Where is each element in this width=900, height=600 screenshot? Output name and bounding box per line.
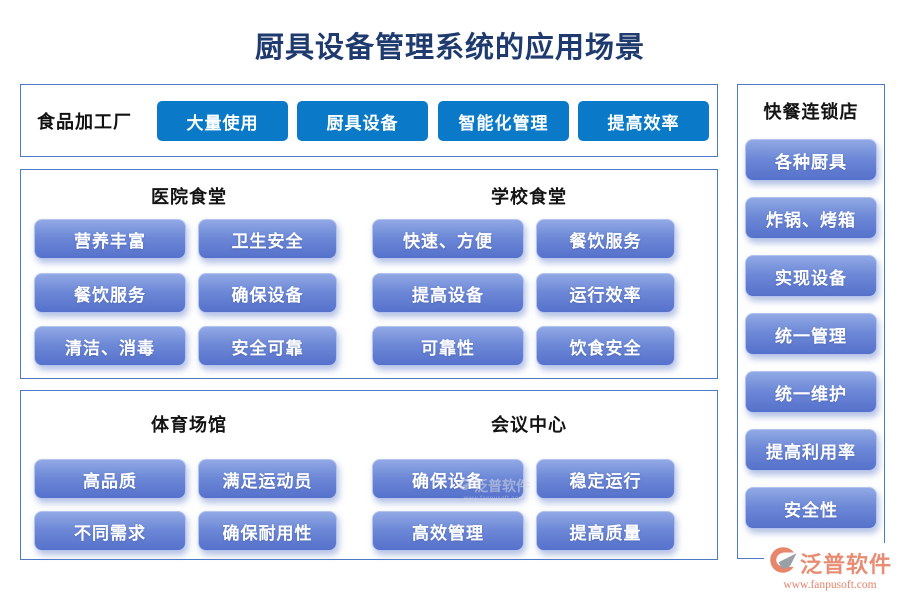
- section-canteens: 医院食堂 学校食堂 营养丰富 卫生安全 餐饮服务 确保设备 清洁、消毒 安全可靠…: [20, 169, 718, 379]
- food-factory-btn-4[interactable]: 提高效率: [578, 101, 709, 141]
- fastfood-btn-4[interactable]: 统一管理: [745, 313, 877, 355]
- hospital-btn-2[interactable]: 卫生安全: [198, 219, 337, 259]
- fanpu-logo-url[interactable]: www.fanpusoft.com: [783, 579, 877, 591]
- school-canteen-heading: 学校食堂: [491, 187, 567, 207]
- section-venues: 体育场馆 会议中心 高品质 满足运动员 不同需求 确保耐用性 确保设备 稳定运行…: [20, 390, 718, 560]
- food-factory-btn-3[interactable]: 智能化管理: [438, 101, 569, 141]
- fastfood-btn-6[interactable]: 提高利用率: [745, 429, 877, 471]
- school-btn-4[interactable]: 运行效率: [536, 273, 675, 313]
- hospital-btn-6[interactable]: 安全可靠: [198, 326, 337, 366]
- sports-btn-4[interactable]: 确保耐用性: [198, 511, 337, 551]
- food-factory-btn-2[interactable]: 厨具设备: [297, 101, 428, 141]
- hospital-btn-3[interactable]: 餐饮服务: [34, 273, 186, 313]
- food-factory-btn-1[interactable]: 大量使用: [157, 101, 288, 141]
- school-btn-5[interactable]: 可靠性: [372, 326, 524, 366]
- fastfood-btn-3[interactable]: 实现设备: [745, 255, 877, 297]
- conference-btn-2[interactable]: 稳定运行: [536, 459, 675, 499]
- sports-btn-1[interactable]: 高品质: [34, 459, 186, 499]
- fastfood-btn-7[interactable]: 安全性: [745, 487, 877, 529]
- hospital-btn-1[interactable]: 营养丰富: [34, 219, 186, 259]
- sports-btn-2[interactable]: 满足运动员: [198, 459, 337, 499]
- fastfood-btn-5[interactable]: 统一维护: [745, 371, 877, 413]
- fanpu-logo-icon: [768, 545, 798, 580]
- section-fastfood-chain: 快餐连锁店 各种厨具 炸锅、烤箱 实现设备 统一管理 统一维护 提高利用率 安全…: [737, 84, 885, 559]
- fastfood-chain-heading: 快餐连锁店: [763, 102, 859, 122]
- conference-btn-3[interactable]: 高效管理: [372, 511, 524, 551]
- conference-btn-1[interactable]: 确保设备: [372, 459, 524, 499]
- conference-btn-4[interactable]: 提高质量: [536, 511, 675, 551]
- school-btn-2[interactable]: 餐饮服务: [536, 219, 675, 259]
- school-btn-3[interactable]: 提高设备: [372, 273, 524, 313]
- fanpu-logo[interactable]: 泛普软件 www.fanpusoft.com: [764, 543, 896, 593]
- fastfood-btn-2[interactable]: 炸锅、烤箱: [745, 197, 877, 239]
- school-btn-6[interactable]: 饮食安全: [536, 326, 675, 366]
- hospital-btn-5[interactable]: 清洁、消毒: [34, 326, 186, 366]
- section-food-factory: 食品加工厂 大量使用 厨具设备 智能化管理 提高效率: [20, 84, 718, 157]
- sports-venue-heading: 体育场馆: [151, 415, 227, 435]
- hospital-btn-4[interactable]: 确保设备: [198, 273, 337, 313]
- page-title: 厨具设备管理系统的应用场景: [254, 32, 645, 64]
- school-btn-1[interactable]: 快速、方便: [372, 219, 524, 259]
- conference-center-heading: 会议中心: [491, 415, 567, 435]
- fanpu-logo-text: 泛普软件: [799, 551, 892, 577]
- sports-btn-3[interactable]: 不同需求: [34, 511, 186, 551]
- hospital-canteen-heading: 医院食堂: [151, 187, 227, 207]
- food-factory-label: 食品加工厂: [37, 111, 132, 132]
- fastfood-btn-1[interactable]: 各种厨具: [745, 139, 877, 181]
